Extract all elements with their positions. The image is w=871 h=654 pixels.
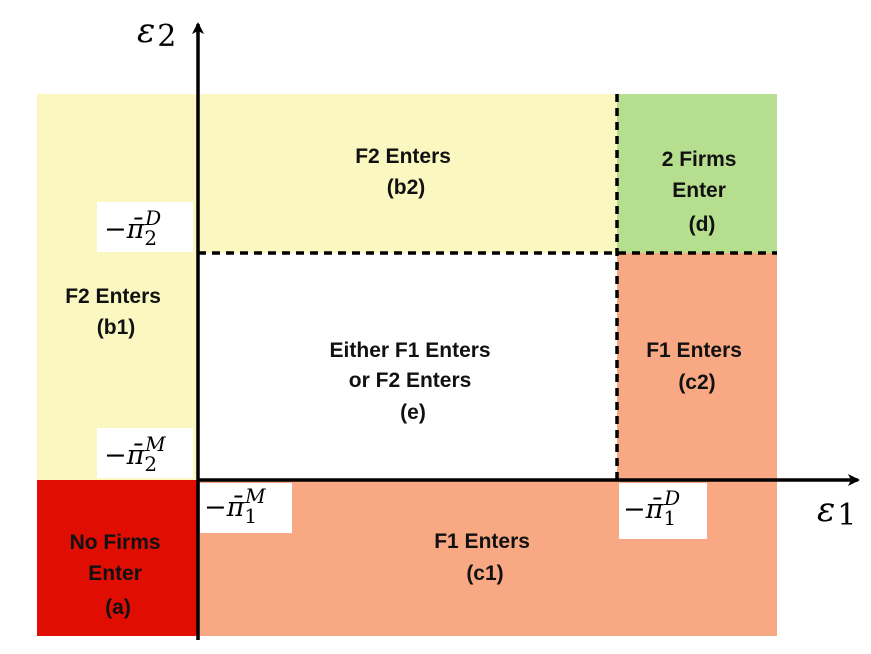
tick-x-monopoly: −π̄1M xyxy=(200,483,292,533)
y-axis-label: ε2 xyxy=(137,11,176,54)
region-e-fill xyxy=(198,253,617,480)
svg-text:−π̄2M: −π̄2M xyxy=(104,432,166,476)
svg-text:−π̄2D: −π̄2D xyxy=(104,206,161,250)
tick-y-monopoly: −π̄2M xyxy=(97,428,193,478)
region-b1-label: F2 Enters (b1) xyxy=(65,285,167,339)
svg-text:−π̄1D: −π̄1D xyxy=(623,486,680,530)
region-d-fill xyxy=(617,94,777,253)
region-b2-label: F2 Enters (b2) xyxy=(355,145,457,199)
region-a-label: No Firms Enter (a) xyxy=(70,531,167,619)
region-c1-label: F1 Enters (c1) xyxy=(434,530,536,585)
region-a-fill xyxy=(37,480,198,636)
region-d-label: 2 Firms Enter (d) xyxy=(662,148,743,236)
tick-x-duopoly: −π̄1D xyxy=(619,483,707,539)
region-c2-fill xyxy=(617,253,777,480)
region-e-label: Either F1 Enters or F2 Enters (e) xyxy=(330,339,497,424)
region-c2-label: F1 Enters (c2) xyxy=(646,339,748,394)
tick-y-duopoly: −π̄2D xyxy=(97,202,193,252)
region-b1-fill xyxy=(37,94,198,480)
svg-text:−π̄1M: −π̄1M xyxy=(204,484,266,528)
x-axis-label: ε1 xyxy=(817,490,856,533)
region-b2-fill xyxy=(198,94,617,253)
